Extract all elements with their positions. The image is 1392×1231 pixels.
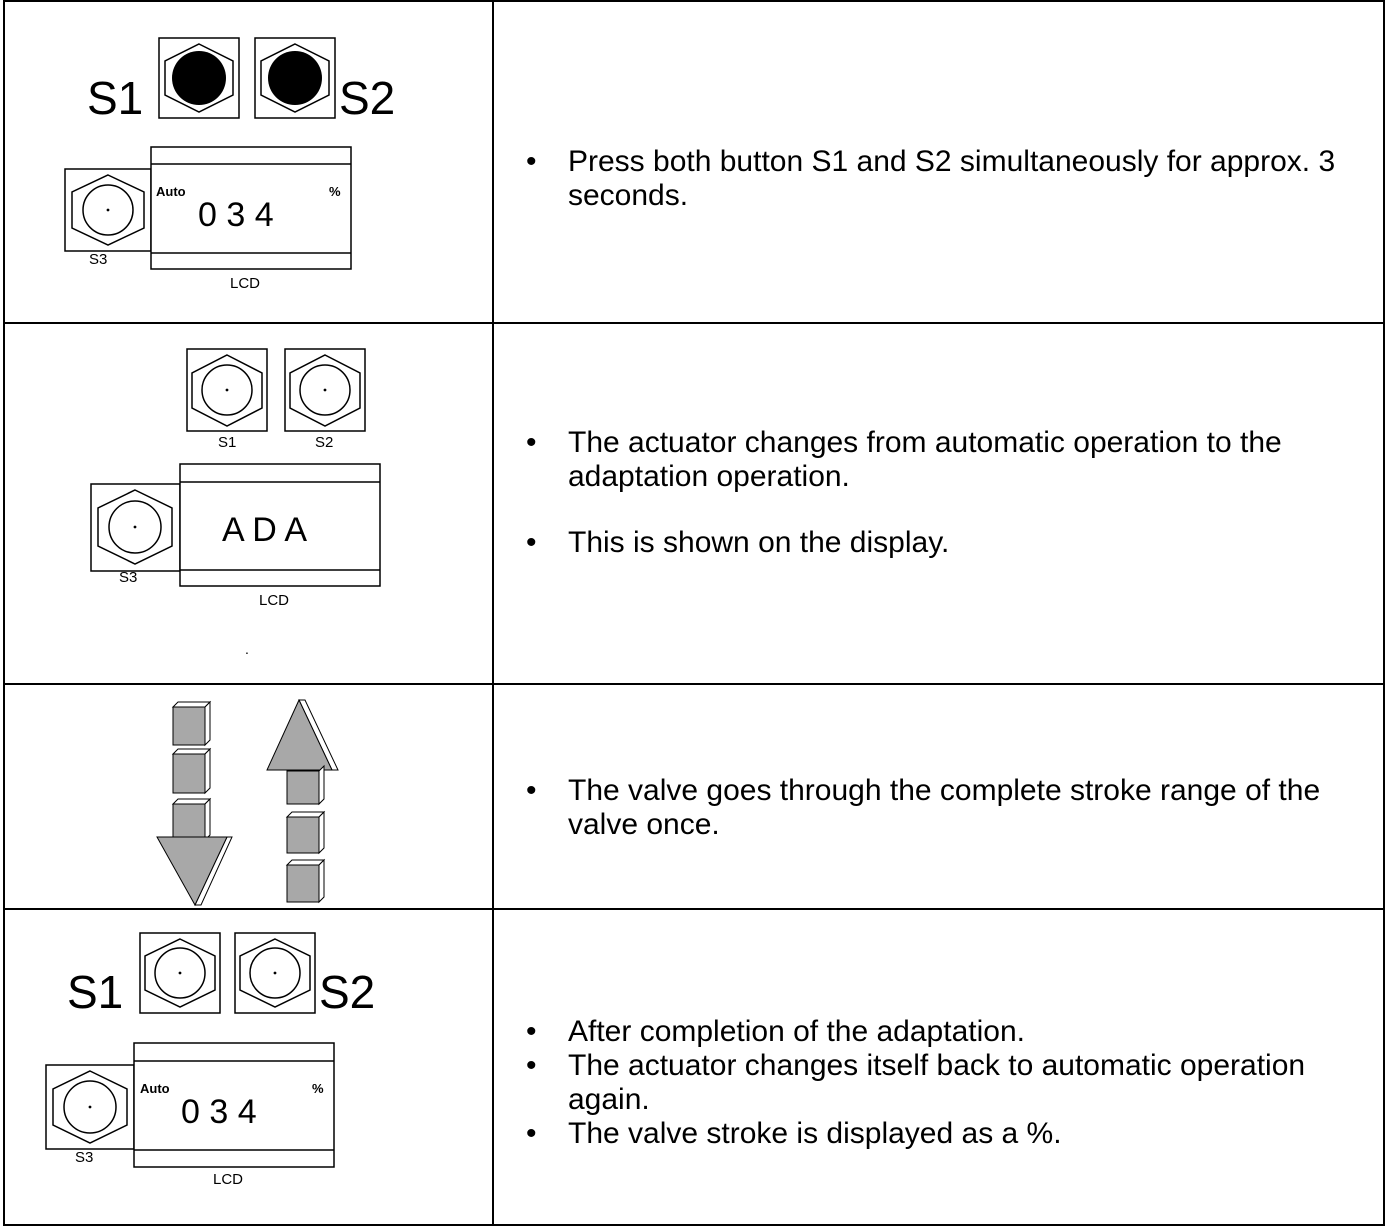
s3-button-icon — [45, 1064, 135, 1150]
mode-label: Auto — [156, 184, 186, 199]
s3-label: S3 — [119, 569, 137, 586]
s3-button-icon — [90, 483, 181, 572]
s1-label: S1 — [67, 966, 123, 1018]
row-1-text: Press both button S1 and S2 simultaneous… — [520, 145, 1370, 213]
lcd-label: LCD — [213, 1171, 243, 1188]
dot-mark: . — [245, 641, 249, 657]
lcd-label: LCD — [259, 592, 289, 609]
lcd-display — [150, 146, 352, 270]
bullet-item: Press both button S1 and S2 simultaneous… — [520, 145, 1370, 213]
s3-label: S3 — [89, 251, 107, 268]
s2-label: S2 — [315, 434, 333, 451]
bullet-item: The valve goes through the complete stro… — [520, 774, 1370, 842]
bullet-item: The actuator changes itself back to auto… — [520, 1049, 1370, 1117]
bullet-item: The valve stroke is displayed as a %. — [520, 1117, 1370, 1151]
row-3-text: The valve goes through the complete stro… — [520, 774, 1370, 842]
up-arrow-icon — [266, 698, 339, 904]
row-4-text: After completion of the adaptation. The … — [520, 1015, 1370, 1151]
row-2-diagram: S1 S2 S3 A D A LCD . — [5, 324, 492, 683]
unit-label: % — [312, 1081, 324, 1096]
lcd-value: A D A — [222, 511, 307, 549]
s2-label: S2 — [319, 966, 375, 1018]
row-1-diagram: S1 S2 S3 Auto 0 3 4 % LCD — [5, 2, 492, 322]
lcd-label: LCD — [230, 275, 260, 292]
s1-label: S1 — [218, 434, 236, 451]
bullet-item: The actuator changes from automatic oper… — [520, 426, 1370, 494]
instruction-table — [3, 0, 1385, 1226]
s2-button-icon — [234, 932, 316, 1014]
row-3-diagram — [5, 685, 492, 908]
lcd-value: 0 3 4 — [181, 1093, 257, 1131]
s1-button-icon — [186, 348, 268, 432]
bullet-item: This is shown on the display. — [520, 526, 1370, 560]
row-divider — [3, 322, 1385, 324]
s3-button-icon — [64, 168, 152, 252]
s1-button-icon — [139, 932, 221, 1014]
row-divider — [3, 683, 1385, 685]
lcd-display — [179, 463, 381, 587]
lcd-display — [133, 1042, 335, 1168]
row-2-text: The actuator changes from automatic oper… — [520, 426, 1370, 560]
s1-label: S1 — [87, 72, 143, 124]
s2-button-icon — [254, 37, 336, 119]
column-divider — [492, 0, 494, 1226]
s2-label: S2 — [339, 72, 395, 124]
s1-button-icon — [158, 37, 240, 119]
down-arrow-icon — [156, 700, 233, 907]
s2-button-icon — [284, 348, 366, 432]
bullet-item: After completion of the adaptation. — [520, 1015, 1370, 1049]
unit-label: % — [329, 184, 341, 199]
lcd-value: 0 3 4 — [198, 196, 274, 234]
s3-label: S3 — [75, 1149, 93, 1166]
row-4-diagram: S1 S2 S3 Auto 0 3 4 % LCD — [5, 910, 492, 1226]
mode-label: Auto — [140, 1081, 170, 1096]
row-divider — [3, 908, 1385, 910]
